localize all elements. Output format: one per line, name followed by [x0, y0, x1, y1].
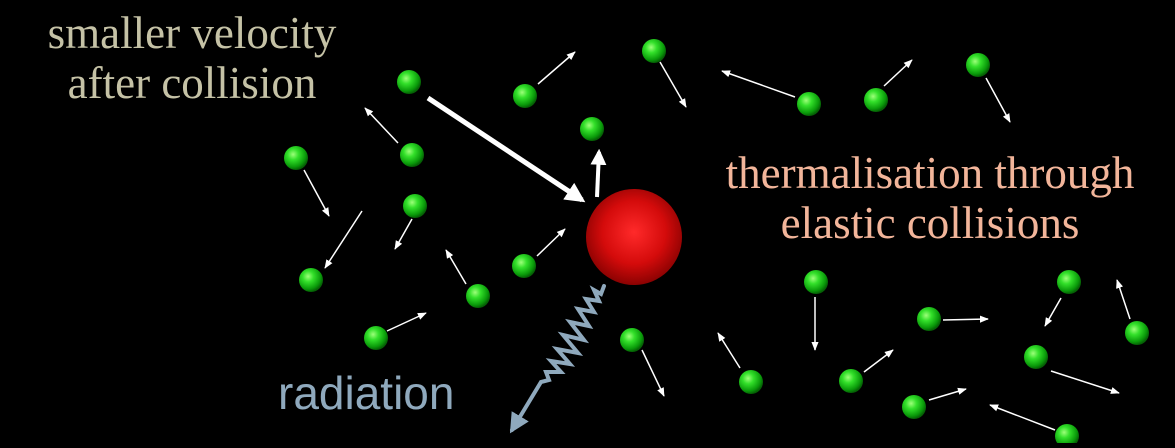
particle-sphere [403, 194, 427, 218]
particle-sphere [299, 268, 323, 292]
velocity-arrow [324, 210, 363, 269]
velocity-arrow [1050, 370, 1120, 394]
particle-sphere [397, 70, 421, 94]
particle-sphere [739, 370, 763, 394]
velocity-arrow [536, 228, 566, 257]
particle-sphere [864, 88, 888, 112]
particle-sphere [839, 369, 863, 393]
velocity-arrow [942, 315, 989, 323]
particle-sphere [1055, 424, 1079, 448]
particle-sphere [284, 146, 308, 170]
velocity-arrow [364, 107, 399, 144]
thermalisation-caption-line-1: thermalisation through [725, 148, 1135, 198]
particle-sphere [512, 254, 536, 278]
ion-sphere [586, 189, 682, 285]
velocity-arrow [1116, 279, 1131, 320]
particle-sphere [400, 143, 424, 167]
velocity-arrow [1044, 297, 1062, 327]
velocity-arrow [641, 349, 665, 397]
radiation-wave [509, 284, 606, 434]
velocity-arrow [863, 349, 894, 373]
particle-sphere [1024, 345, 1048, 369]
velocity-caption: smaller velocity after collision [22, 8, 362, 108]
particle-sphere [804, 270, 828, 294]
velocity-arrow [883, 59, 913, 87]
particle-sphere [966, 53, 990, 77]
velocity-caption-line-2: after collision [67, 58, 317, 108]
incoming-trajectory-arrow [426, 95, 586, 203]
particle-group [284, 39, 1149, 448]
particle-sphere [642, 39, 666, 63]
particle-sphere [580, 117, 604, 141]
velocity-arrow [659, 61, 687, 108]
thermalisation-caption-line-2: elastic collisions [780, 198, 1080, 248]
thermalisation-caption: thermalisation through elastic collision… [690, 148, 1170, 248]
particle-sphere [917, 307, 941, 331]
velocity-caption-line-1: smaller velocity [47, 8, 337, 58]
velocity-arrow [303, 169, 330, 217]
velocity-arrow [445, 249, 467, 285]
velocity-arrow [537, 51, 576, 85]
particle-sphere [513, 84, 537, 108]
particle-sphere [1125, 321, 1149, 345]
velocity-arrow [717, 332, 741, 369]
particle-sphere [797, 92, 821, 116]
scattered-velocity-arrow [590, 148, 607, 198]
velocity-arrow [989, 404, 1056, 431]
velocity-arrow [985, 77, 1011, 123]
particle-sphere [466, 284, 490, 308]
velocity-arrow [394, 218, 413, 250]
particle-sphere [620, 328, 644, 352]
particle-sphere [364, 326, 388, 350]
particle-sphere [902, 395, 926, 419]
velocity-arrow [386, 312, 427, 332]
small-velocity-arrows [303, 51, 1131, 431]
radiation-caption: radiation [278, 367, 455, 419]
particle-sphere [1057, 270, 1081, 294]
velocity-arrow [721, 70, 796, 98]
velocity-arrow [928, 387, 967, 401]
